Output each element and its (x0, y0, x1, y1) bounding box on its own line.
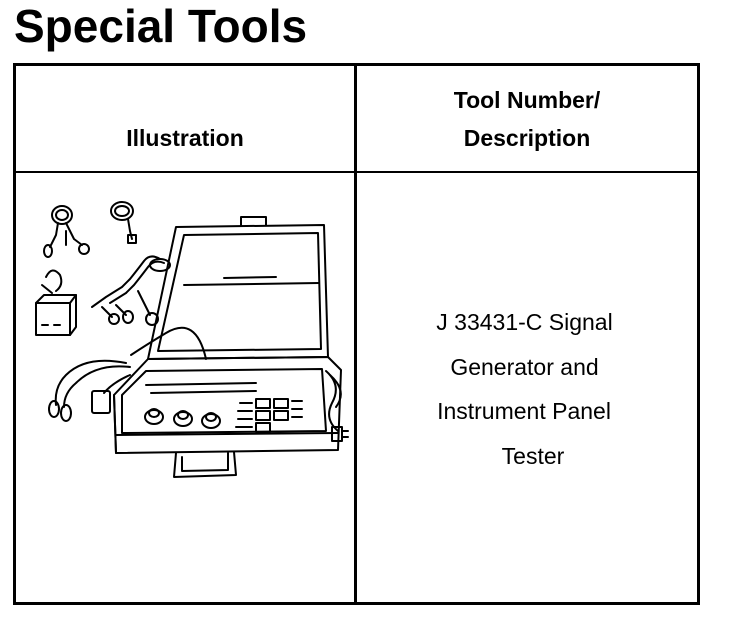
display-panel (235, 398, 303, 433)
case-lid (147, 216, 329, 360)
description-line: Instrument Panel (437, 398, 611, 424)
description-line: Tester (501, 442, 565, 469)
description-line: Generator and (450, 353, 599, 380)
header-illustration-label: Illustration (126, 125, 244, 151)
adapter-module (35, 269, 77, 336)
header-tool-number-line2: Description (463, 124, 591, 151)
column-divider (354, 63, 357, 605)
tool-description: J 33431-C Signal Generator and Instrumen… (357, 300, 697, 478)
table-right-border (697, 63, 700, 605)
test-leads (48, 326, 207, 422)
description-line: J 33431-C Signal (436, 309, 613, 335)
power-cord (325, 370, 349, 442)
page-title: Special Tools (14, 0, 308, 52)
header-tool-number: Tool Number/ Description (357, 66, 697, 171)
header-tool-number-line1: Tool Number/ (453, 86, 601, 113)
table-left-border (13, 63, 16, 605)
header-illustration: Illustration (16, 66, 354, 171)
control-knobs (144, 408, 221, 429)
wire-harness-coils (43, 201, 171, 326)
signal-generator-case-illustration (35, 201, 349, 478)
case-body (113, 356, 342, 478)
